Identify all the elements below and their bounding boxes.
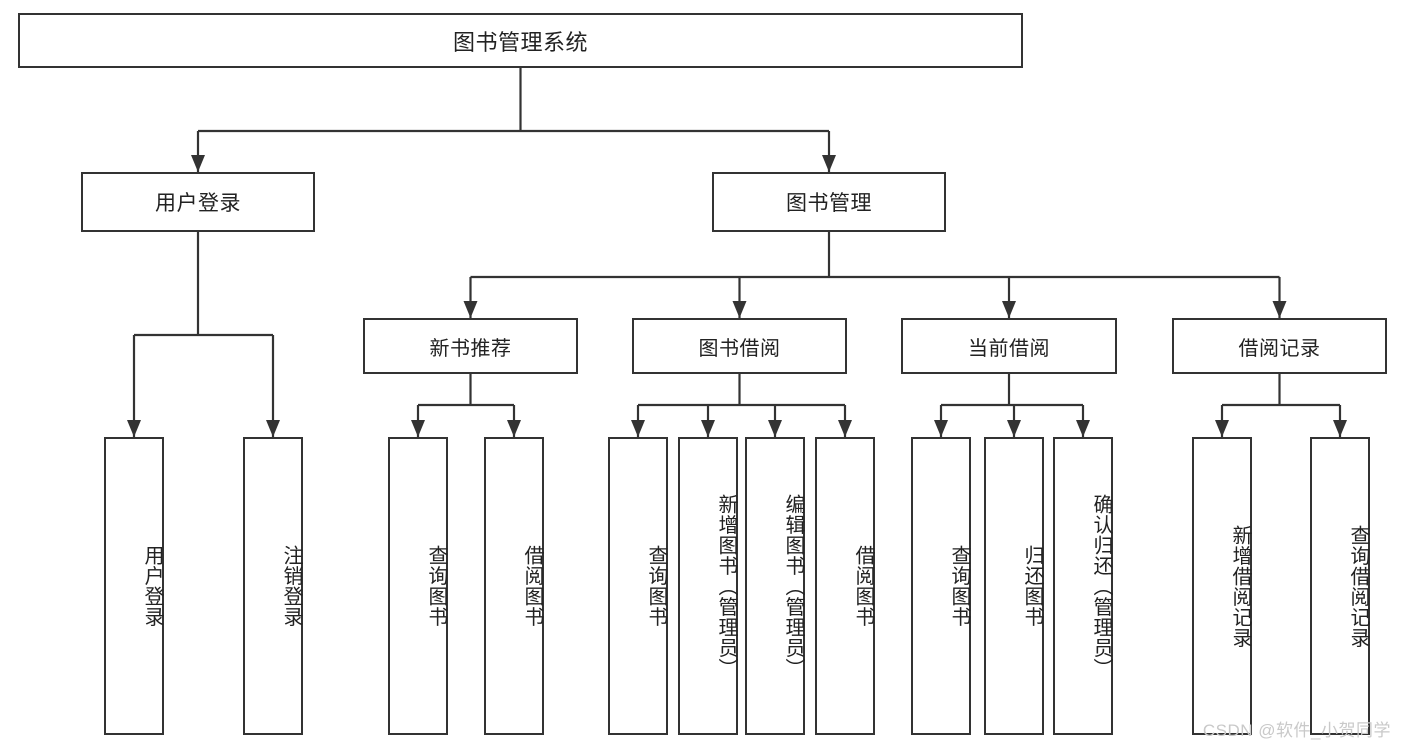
- node-label: 用户登录: [155, 192, 241, 215]
- node-label: 当前借阅: [968, 337, 1050, 360]
- node-leaf-borrow-book-2[interactable]: 借阅图书: [815, 437, 875, 735]
- arrow-head-icon: [838, 420, 852, 437]
- node-leaf-logout[interactable]: 注销登录: [243, 437, 303, 735]
- arrow-head-icon: [822, 155, 836, 172]
- node-label: 新书推荐: [429, 337, 512, 360]
- arrow-head-icon: [631, 420, 645, 437]
- node-leaf-add-record[interactable]: 新增借阅记录: [1192, 437, 1252, 735]
- node-label: 借阅图书: [521, 545, 543, 627]
- arrow-head-icon: [934, 420, 948, 437]
- node-leaf-edit-book[interactable]: 编辑图书（管理员）: [745, 437, 805, 735]
- arrow-head-icon: [1076, 420, 1090, 437]
- watermark-text: CSDN @软件_小贺同学: [1202, 721, 1391, 740]
- node-book-borrow[interactable]: 图书借阅: [632, 318, 847, 374]
- node-book-manage[interactable]: 图书管理: [712, 172, 946, 232]
- arrow-head-icon: [191, 155, 205, 172]
- node-root[interactable]: 图书管理系统: [18, 13, 1023, 68]
- arrow-head-icon: [463, 301, 478, 318]
- node-label: 图书借阅: [698, 337, 781, 360]
- arrow-head-icon: [1215, 420, 1229, 437]
- arrow-head-icon: [127, 420, 141, 437]
- arrow-head-icon: [1007, 420, 1021, 437]
- arrow-head-icon: [1002, 301, 1016, 318]
- node-label: 借阅记录: [1238, 337, 1321, 360]
- node-new-book-rec[interactable]: 新书推荐: [363, 318, 578, 374]
- node-label: 注销登录: [280, 545, 302, 627]
- node-leaf-query-book-1[interactable]: 查询图书: [388, 437, 448, 735]
- node-leaf-confirm-return[interactable]: 确认归还（管理员）: [1053, 437, 1113, 735]
- arrow-head-icon: [1272, 301, 1287, 318]
- node-label: 借阅图书: [852, 545, 874, 627]
- node-label: 归还图书: [1021, 545, 1043, 627]
- arrow-head-icon: [1333, 420, 1347, 437]
- arrow-head-icon: [266, 420, 280, 437]
- node-label: 新增图书（管理员）: [715, 493, 737, 679]
- node-leaf-query-record[interactable]: 查询借阅记录: [1310, 437, 1370, 735]
- node-leaf-query-book-3[interactable]: 查询图书: [911, 437, 971, 735]
- node-label: 编辑图书（管理员）: [782, 493, 804, 679]
- node-leaf-return-book[interactable]: 归还图书: [984, 437, 1044, 735]
- node-label: 图书管理系统: [452, 29, 588, 55]
- node-label: 用户登录: [141, 545, 163, 627]
- arrow-head-icon: [768, 420, 782, 437]
- node-label: 确认归还（管理员）: [1090, 493, 1112, 679]
- arrow-head-icon: [411, 420, 425, 437]
- node-label: 查询借阅记录: [1347, 524, 1369, 648]
- node-borrow-record[interactable]: 借阅记录: [1172, 318, 1387, 374]
- arrow-head-icon: [507, 420, 521, 437]
- node-label: 新增借阅记录: [1229, 524, 1251, 648]
- node-label: 图书管理: [786, 192, 872, 215]
- node-leaf-query-book-2[interactable]: 查询图书: [608, 437, 668, 735]
- node-user-login[interactable]: 用户登录: [81, 172, 315, 232]
- node-leaf-add-book[interactable]: 新增图书（管理员）: [678, 437, 738, 735]
- arrow-head-icon: [701, 420, 715, 437]
- node-leaf-user-login[interactable]: 用户登录: [104, 437, 164, 735]
- node-leaf-borrow-book-1[interactable]: 借阅图书: [484, 437, 544, 735]
- node-label: 查询图书: [645, 545, 667, 627]
- node-current-borrow[interactable]: 当前借阅: [901, 318, 1117, 374]
- node-label: 查询图书: [425, 545, 447, 627]
- arrow-head-icon: [732, 301, 747, 318]
- node-label: 查询图书: [948, 545, 970, 627]
